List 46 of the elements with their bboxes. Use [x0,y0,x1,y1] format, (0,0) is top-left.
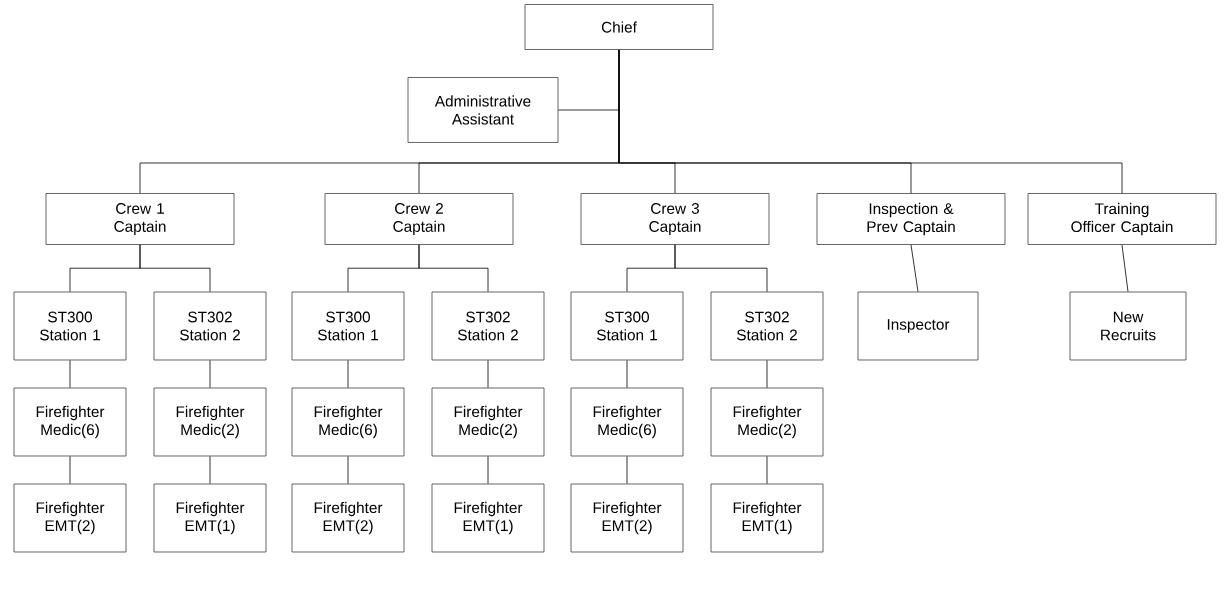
org-box: New Recruits [1069,291,1187,361]
connector-line [209,360,211,388]
org-box: Inspector [857,291,979,361]
connector-line [674,244,768,292]
org-box: Firefighter Medic(2) [153,387,267,457]
org-box: Crew 2 Captain [324,193,514,245]
connector-line [418,244,489,292]
org-box: ST302 Station 2 [710,291,824,361]
org-box: Firefighter Medic(2) [431,387,545,457]
connector-line [69,456,71,484]
connector-line [69,360,71,388]
org-box: ST300 Station 1 [291,291,405,361]
org-box: Firefighter EMT(2) [570,483,684,553]
connector-line [209,456,211,484]
org-box: Training Officer Captain [1027,193,1217,245]
connector-line [347,360,349,388]
connector-line [347,456,349,484]
connector-line [558,109,620,111]
connector-line [766,360,768,388]
org-box: Firefighter Medic(6) [13,387,127,457]
org-box: Firefighter EMT(1) [431,483,545,553]
org-box: Firefighter EMT(2) [13,483,127,553]
connector-line [766,456,768,484]
org-box: Firefighter EMT(1) [710,483,824,553]
connector-line [618,49,1123,194]
org-box: ST300 Station 1 [570,291,684,361]
connector-line [487,456,489,484]
org-box: ST302 Station 2 [153,291,267,361]
connector-line [626,456,628,484]
org-box: Firefighter EMT(1) [153,483,267,553]
org-box: Administrative Assistant [407,77,559,143]
connector-line [626,360,628,388]
org-box: Inspection & Prev Captain [816,193,1006,245]
org-box: Chief [524,4,714,50]
connector-line [487,360,489,388]
org-box: ST302 Station 2 [431,291,545,361]
org-box: Firefighter EMT(2) [291,483,405,553]
connector-line [1121,244,1129,292]
org-box: Firefighter Medic(6) [570,387,684,457]
org-box: Firefighter Medic(2) [710,387,824,457]
org-box: ST300 Station 1 [13,291,127,361]
connector-line [910,244,919,292]
org-box: Firefighter Medic(6) [291,387,405,457]
connector-line [139,244,211,292]
org-box: Crew 1 Captain [45,193,235,245]
org-box: Crew 3 Captain [580,193,770,245]
